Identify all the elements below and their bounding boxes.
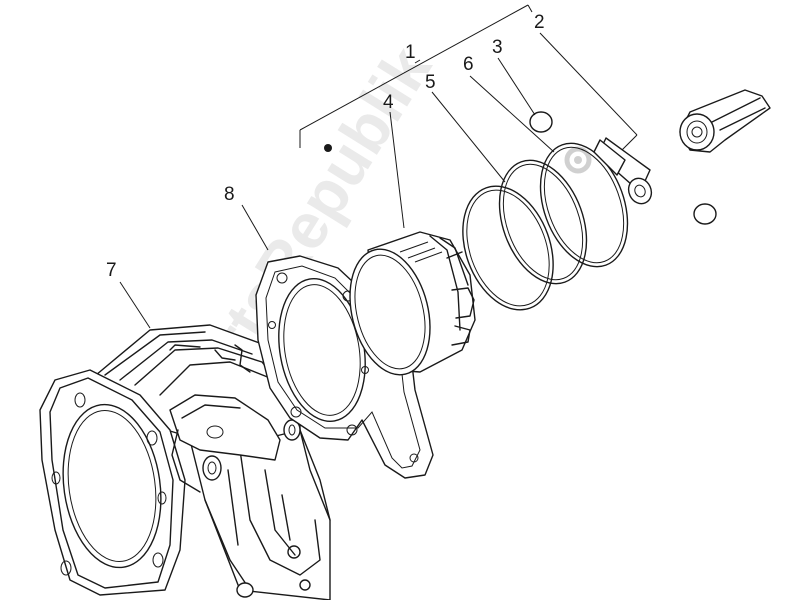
piston — [349, 231, 476, 376]
callout-4: 4 — [383, 92, 394, 113]
cylinder — [39, 324, 331, 600]
circlip-upper — [529, 111, 553, 133]
watermark-gear-icon — [564, 146, 592, 174]
circlip-lower — [693, 203, 717, 225]
callout-6: 6 — [463, 54, 474, 75]
callout-5: 5 — [425, 72, 436, 93]
piston-ring-1 — [462, 185, 554, 311]
leader-lines — [119, 4, 638, 329]
callout-2: 2 — [534, 12, 545, 33]
callout-7: 7 — [106, 260, 117, 281]
piston-pin — [593, 137, 653, 205]
assembly-bullet — [324, 144, 332, 152]
piston-ring-3 — [539, 142, 629, 268]
connecting-rod — [679, 89, 771, 153]
callout-1: 1 — [405, 42, 416, 63]
callout-8: 8 — [224, 184, 235, 205]
piston-ring-2 — [498, 159, 588, 285]
callout-3: 3 — [492, 37, 503, 58]
